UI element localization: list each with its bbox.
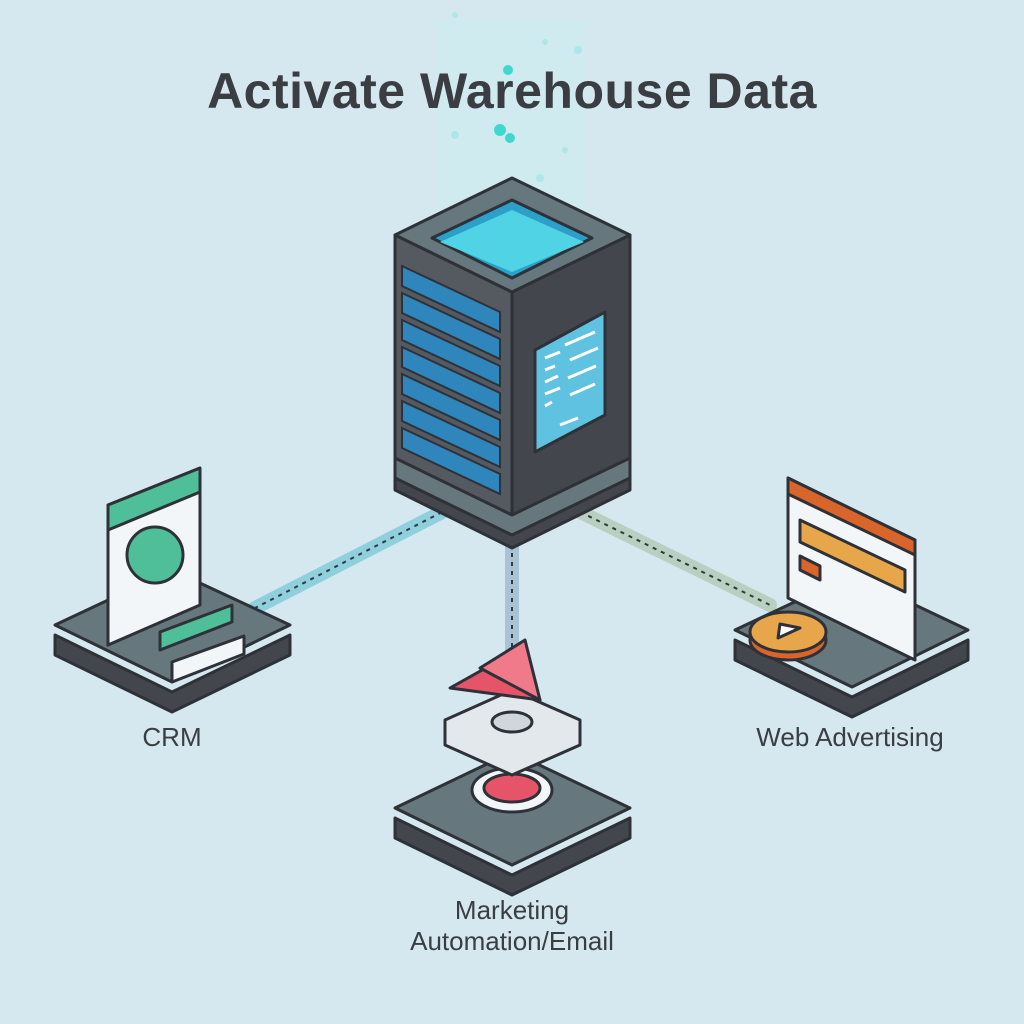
connectors [248,501,777,657]
server-rack-units [401,264,501,496]
marketing-label: Marketing Automation/Email [362,895,662,957]
crm-platform [53,466,292,714]
web-advertising-label: Web Advertising [756,722,944,752]
marketing-label-line2: Automation/Email [410,926,614,956]
marketing-label-line1: Marketing [454,895,570,925]
page-title: Activate Warehouse Data [207,63,817,119]
marketing-platform [393,638,632,897]
crm-label: CRM [142,722,202,752]
server-screen-text [544,330,599,427]
web-advertising-platform [733,476,970,719]
